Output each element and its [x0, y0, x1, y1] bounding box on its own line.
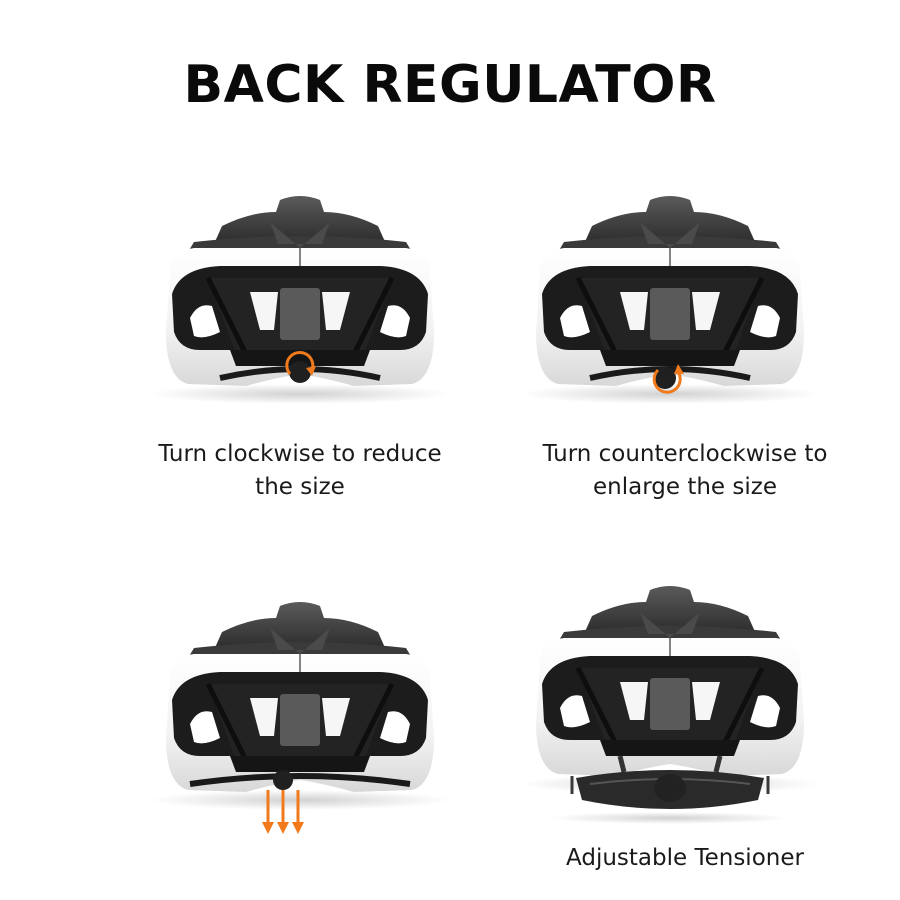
caption-clockwise: Turn clockwise to reduce the size — [120, 438, 480, 504]
tensioner-cradle — [550, 755, 790, 824]
clockwise-arrow-icon — [285, 351, 316, 376]
caption-tensioner: Adjustable Tensioner — [500, 842, 870, 875]
caption-line: Turn counterclockwise to — [542, 441, 828, 467]
counterclockwise-arrow-icon — [652, 364, 684, 394]
caption-line: enlarge the size — [593, 474, 777, 500]
helmet-image-tensioner — [520, 572, 820, 842]
down-arrows-icon — [262, 790, 304, 834]
helmet-image-pull-down — [150, 588, 450, 834]
caption-line: Adjustable Tensioner — [566, 845, 804, 871]
page-title: BACK REGULATOR — [183, 55, 717, 115]
caption-line: the size — [255, 474, 345, 500]
helmet-image-clockwise — [150, 182, 450, 412]
caption-counterclockwise: Turn counterclockwise to enlarge the siz… — [500, 438, 870, 504]
caption-line: Turn clockwise to reduce — [158, 441, 442, 467]
helmet-image-counterclockwise — [520, 182, 820, 412]
